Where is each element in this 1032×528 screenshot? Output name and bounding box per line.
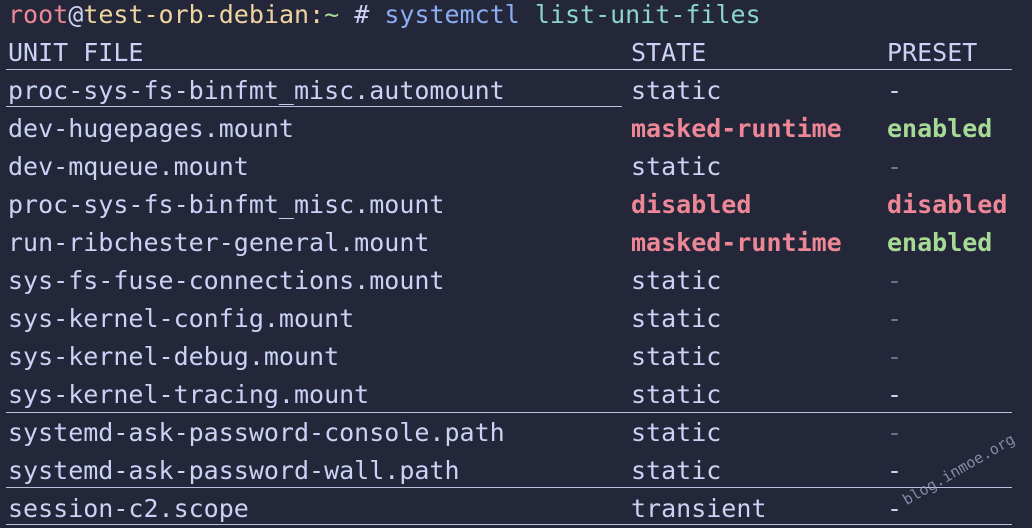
cell-state: masked-runtime <box>631 114 842 143</box>
cell-state: transient <box>631 494 767 523</box>
header-preset: PRESET <box>887 38 978 67</box>
cell-unit: proc-sys-fs-binfmt_misc.mount <box>8 190 445 219</box>
header-state: STATE <box>631 38 707 67</box>
cell-preset: - <box>887 494 903 523</box>
table-row: proc-sys-fs-binfmt_misc.mount disabled dis… <box>8 186 1018 224</box>
cell-preset: - <box>887 266 903 295</box>
cell-unit: dev-hugepages.mount <box>8 114 294 143</box>
cell-preset: - <box>887 380 903 409</box>
cell-unit: run-ribchester-general.mount <box>8 228 430 257</box>
command: systemctl <box>384 0 520 29</box>
cell-unit: session-c2.scope <box>8 494 249 523</box>
command-args: list-unit-files <box>519 0 761 29</box>
cell-unit: sys-kernel-tracing.mount <box>8 380 370 409</box>
table-row: run-ribchester-general.mount masked-runti… <box>8 224 1018 262</box>
table-row: systemd-ask-password-wall.path static - <box>8 452 1018 490</box>
table-row: sys-kernel-tracing.mount static - <box>8 376 1018 414</box>
table-row: dev-mqueue.mount static - <box>8 148 1018 186</box>
divider <box>6 524 1012 525</box>
cell-preset: - <box>887 304 903 333</box>
cell-state: static <box>631 304 722 333</box>
cell-state: static <box>631 342 722 371</box>
divider <box>6 487 1012 488</box>
cell-state: static <box>631 152 722 181</box>
header-unit: UNIT FILE <box>8 38 144 67</box>
prompt-cwd: ~ <box>324 0 340 29</box>
cell-state: static <box>631 380 722 409</box>
table-row: sys-kernel-debug.mount static - <box>8 338 1018 376</box>
divider <box>6 412 1012 413</box>
cell-preset: - <box>887 456 903 485</box>
cell-unit: dev-mqueue.mount <box>8 152 249 181</box>
cell-preset: disabled <box>887 190 1008 219</box>
prompt-symbol: # <box>339 0 385 29</box>
table-row: sys-kernel-config.mount static - <box>8 300 1018 338</box>
cell-unit: systemd-ask-password-wall.path <box>8 456 460 485</box>
cell-unit: systemd-ask-password-console.path <box>8 418 505 447</box>
cell-state: disabled <box>631 190 752 219</box>
cell-preset: - <box>887 152 903 181</box>
cell-preset: - <box>887 418 903 447</box>
cell-unit: sys-kernel-debug.mount <box>8 342 340 371</box>
table-row: session-c2.scope transient - <box>8 490 1018 528</box>
cell-state: masked-runtime <box>631 228 842 257</box>
divider <box>6 69 1012 70</box>
cell-preset: enabled <box>887 114 993 143</box>
table-row: sys-fs-fuse-connections.mount static - <box>8 262 1018 300</box>
cell-unit: sys-fs-fuse-connections.mount <box>8 266 445 295</box>
table-row: proc-sys-fs-binfmt_misc.automount static - <box>8 72 1018 110</box>
cell-unit: sys-kernel-config.mount <box>8 304 355 333</box>
cell-state: static <box>631 266 722 295</box>
table-row: dev-hugepages.mount masked-runtime enabled <box>8 110 1018 148</box>
table-row: systemd-ask-password-console.path static - <box>8 414 1018 452</box>
table-header: UNIT FILE STATE PRESET <box>8 34 1018 72</box>
prompt-user: root <box>8 0 69 29</box>
cell-state: static <box>631 418 722 447</box>
cell-preset: - <box>887 342 903 371</box>
prompt-host: test-orb-debian <box>83 0 310 29</box>
divider <box>6 106 622 107</box>
cell-state: static <box>631 456 722 485</box>
cell-state: static <box>631 76 722 105</box>
cell-preset: enabled <box>887 228 993 257</box>
prompt-at: @ <box>68 0 84 29</box>
cell-unit: proc-sys-fs-binfmt_misc.automount <box>8 76 505 105</box>
prompt-colon: : <box>309 0 325 29</box>
cell-preset: - <box>887 76 903 105</box>
prompt-line: root@test-orb-debian:~ # systemctl list-… <box>8 0 1018 34</box>
